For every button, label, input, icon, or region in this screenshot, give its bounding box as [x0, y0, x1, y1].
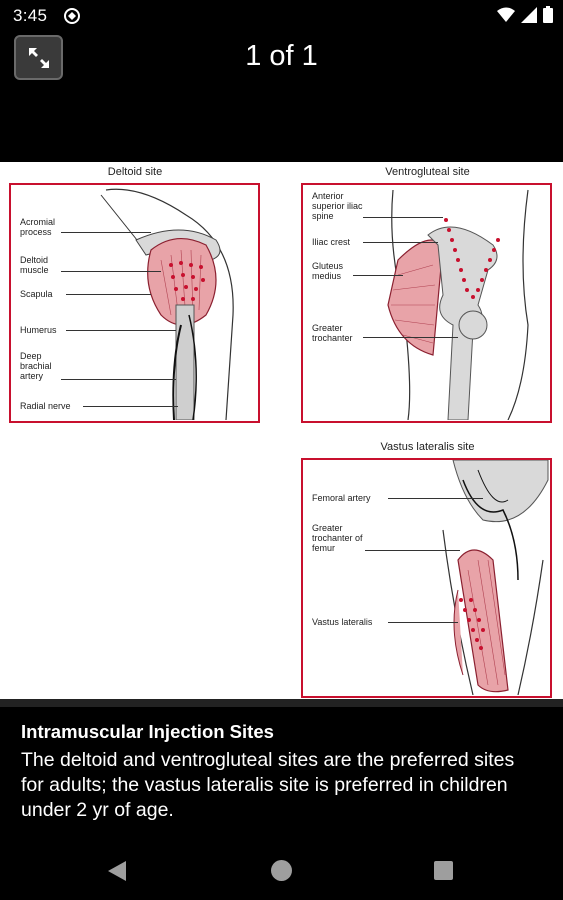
system-nav-bar: [0, 839, 563, 900]
page-indicator: 1 of 1: [245, 40, 318, 72]
leader-line: [83, 406, 178, 407]
label-femoral-artery: Femoral artery: [312, 493, 371, 503]
label-anterior-superior-iliac-spine: Anterior superior iliac spine: [312, 191, 363, 221]
viewer-toolbar: 1 of 1: [0, 32, 563, 162]
fullscreen-button[interactable]: [14, 35, 63, 80]
ventrogluteal-illustration: [387, 189, 529, 420]
sync-icon: [64, 8, 80, 24]
status-icons: [497, 6, 553, 23]
leader-line: [61, 271, 161, 272]
leader-line: [363, 337, 458, 338]
anatomy-figure[interactable]: Deltoid site Acromial process Delt: [0, 162, 563, 699]
label-greater-trochanter-of-femur: Greater trochanter of femur: [312, 523, 363, 553]
caption-body: The deltoid and ventrogluteal sites are …: [21, 749, 515, 821]
leader-line: [61, 232, 151, 233]
leader-line: [363, 242, 438, 243]
label-radial-nerve: Radial nerve: [20, 401, 71, 411]
status-time: 3:45: [13, 6, 48, 25]
label-scapula: Scapula: [20, 289, 53, 299]
label-iliac-crest: Iliac crest: [312, 237, 351, 247]
leader-line: [365, 550, 460, 551]
leader-line: [363, 217, 443, 218]
deltoid-panel: Acromial process Deltoid muscle Scapula …: [9, 183, 260, 423]
caption-title: Intramuscular Injection Sites: [21, 721, 274, 742]
label-acromial-process: Acromial process: [20, 217, 56, 237]
back-icon[interactable]: [107, 860, 127, 882]
leader-line: [388, 498, 483, 499]
recents-icon[interactable]: [434, 861, 453, 880]
vastus-title: Vastus lateralis site: [380, 441, 475, 453]
wifi-icon: [497, 7, 515, 22]
ventrogluteal-title: Ventrogluteal site: [385, 166, 470, 178]
signal-icon: [521, 6, 537, 23]
vastus-illustration: [442, 460, 549, 695]
battery-icon: [543, 6, 553, 23]
leader-line: [61, 379, 176, 380]
home-icon[interactable]: [271, 860, 292, 881]
caption-panel: Intramuscular Injection Sites The deltoi…: [0, 699, 563, 839]
leader-line: [66, 294, 151, 295]
label-deep-brachial-artery: Deep brachial artery: [20, 351, 52, 381]
vastus-panel: Femoral artery Greater trochanter of fem…: [301, 458, 552, 698]
leader-line: [388, 622, 458, 623]
leader-line: [66, 330, 176, 331]
expand-arrows-icon: [28, 47, 49, 68]
status-bar: 3:45: [0, 0, 563, 32]
label-humerus: Humerus: [20, 325, 57, 335]
ventrogluteal-panel: Anterior superior iliac spine Iliac cres…: [301, 183, 552, 423]
deltoid-illustration: [100, 188, 234, 420]
label-gluteus-medius: Gluteus medius: [312, 261, 344, 281]
label-deltoid-muscle: Deltoid muscle: [20, 255, 49, 275]
label-vastus-lateralis: Vastus lateralis: [312, 617, 373, 627]
deltoid-title: Deltoid site: [107, 166, 163, 178]
label-greater-trochanter: Greater trochanter: [312, 323, 353, 343]
leader-line: [353, 275, 403, 276]
